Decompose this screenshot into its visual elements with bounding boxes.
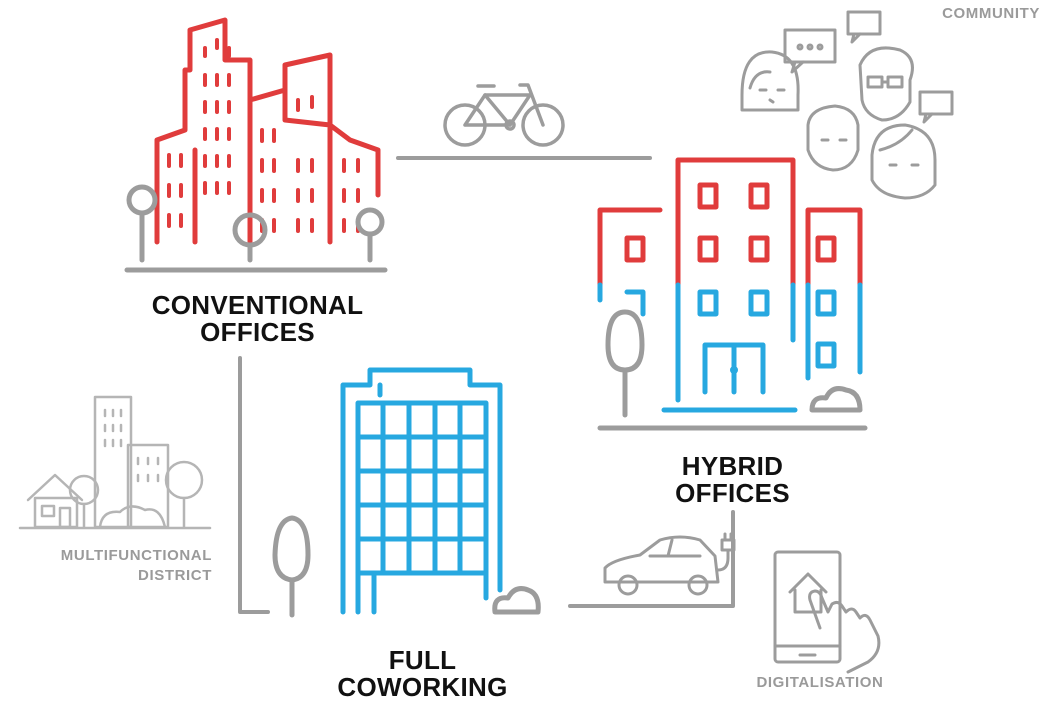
multifunctional-line1: MULTIFUNCTIONAL: [60, 547, 212, 564]
coworking-tower-icon: [272, 367, 541, 618]
community-people-icon: [740, 10, 954, 200]
city-skyline-icon: [124, 17, 388, 273]
node-hybrid-offices: HYBRID OFFICES: [640, 451, 825, 509]
hybrid-line1: HYBRID: [681, 451, 784, 481]
digitalisation-label: DIGITALISATION: [756, 674, 884, 691]
coworking-line1: FULL: [388, 645, 457, 675]
hybrid-line2: OFFICES: [675, 478, 790, 509]
node-conventional-offices: CONVENTIONAL OFFICES: [130, 290, 385, 348]
community-label: COMMUNITY: [942, 5, 1040, 22]
hybrid-building-icon: [597, 157, 868, 431]
aspect-digitalisation: DIGITALISATION: [720, 675, 920, 691]
conventional-line2: OFFICES: [200, 317, 315, 348]
coworking-line2: COWORKING: [337, 672, 508, 703]
aspect-community: COMMUNITY: [900, 6, 1040, 22]
aspect-multifunctional-district: MULTIFUNCTIONAL DISTRICT: [6, 546, 212, 587]
district-icon: [18, 395, 212, 530]
multifunctional-line2: DISTRICT: [138, 567, 212, 585]
electric-car-icon: [603, 532, 736, 596]
conventional-line1: CONVENTIONAL: [151, 290, 364, 320]
node-full-coworking: FULL COWORKING: [330, 645, 515, 703]
tablet-touch-icon: [773, 550, 881, 674]
bicycle-icon: [443, 83, 565, 147]
